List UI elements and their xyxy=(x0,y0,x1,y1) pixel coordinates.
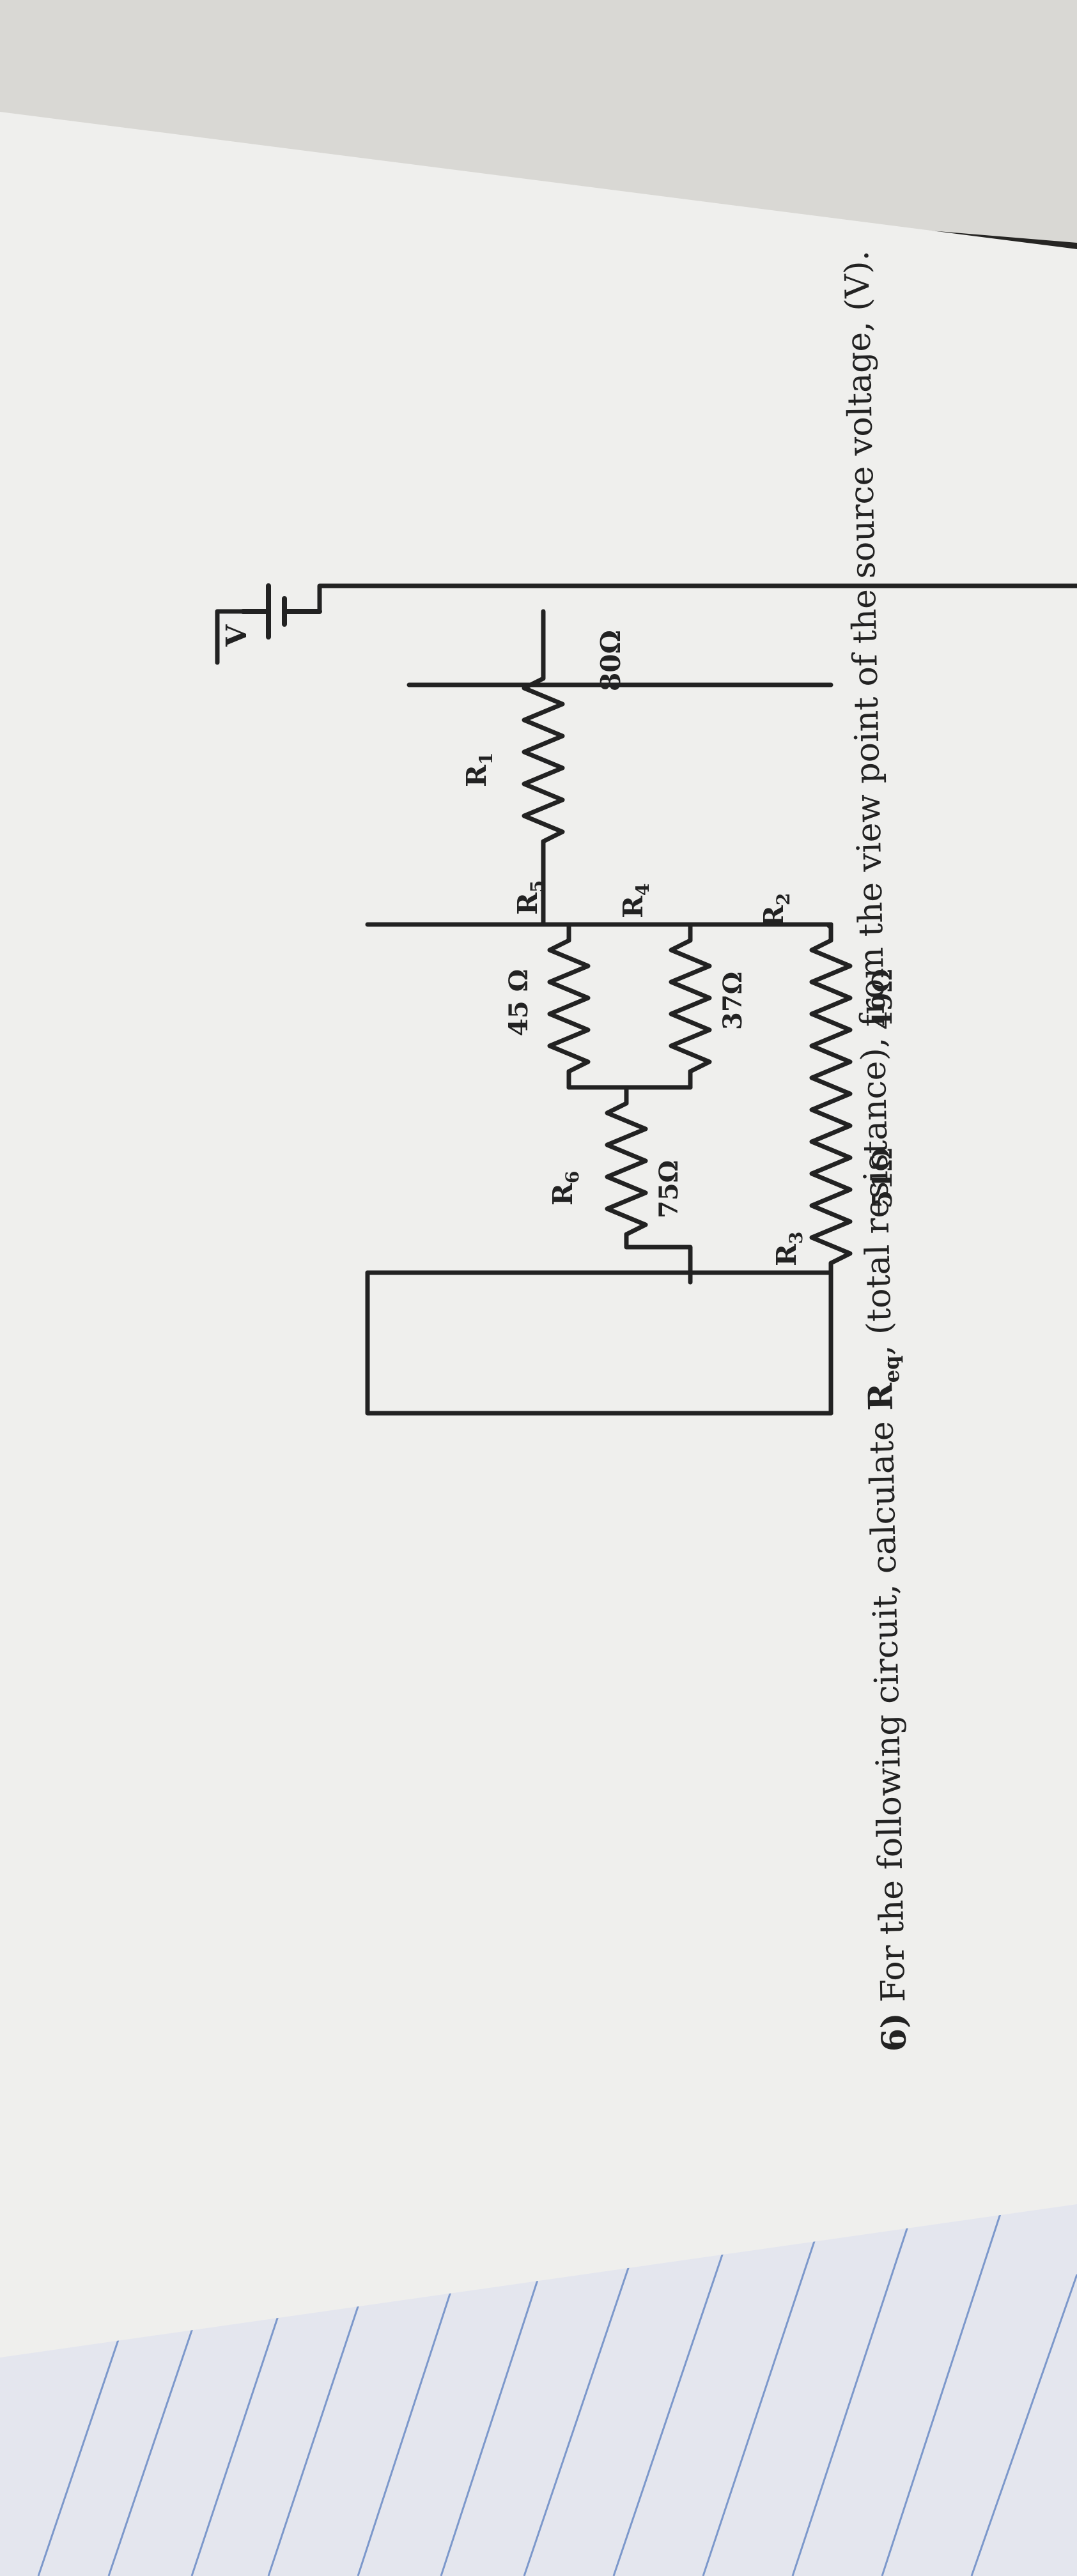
source-label: V xyxy=(221,624,253,647)
r6-label: R6 xyxy=(547,1171,583,1206)
r1-sub: 1 xyxy=(476,753,497,765)
r2-r3-resistor-chain xyxy=(809,922,853,1275)
r1-resistor xyxy=(522,663,565,866)
r4-name: R xyxy=(617,895,649,918)
r5-value: 45 Ω xyxy=(504,969,534,1036)
r2-label: R2 xyxy=(758,893,794,928)
r4-value: 37Ω xyxy=(718,972,748,1030)
wire-right-to-bottom xyxy=(365,1270,833,1416)
wire-loop-left-bottom xyxy=(282,583,1077,614)
r3-value: 51Ω xyxy=(867,1147,898,1209)
r1-value: 80Ω xyxy=(595,630,626,691)
r2-value: 49Ω xyxy=(867,969,898,1030)
r3-name: R xyxy=(771,1243,802,1266)
r4-resistor xyxy=(669,922,712,1090)
worksheet-page xyxy=(0,112,1077,2358)
r2-sub: 2 xyxy=(773,893,794,905)
r6-resistor xyxy=(605,1085,693,1275)
wire-loop-left-top xyxy=(215,609,245,665)
r5-resistor xyxy=(547,922,693,1090)
r2-name: R xyxy=(758,905,789,928)
r6-name: R xyxy=(547,1183,578,1206)
voltage-source xyxy=(240,583,322,640)
r3-sub: 3 xyxy=(786,1232,807,1244)
r4-sub: 4 xyxy=(632,884,653,896)
r5-sub: 5 xyxy=(527,880,548,893)
back-sheet xyxy=(0,0,1077,243)
node-links xyxy=(566,922,833,1090)
r6-sub: 6 xyxy=(562,1171,583,1183)
r6-value: 75Ω xyxy=(654,1160,684,1218)
r1-label: R1 xyxy=(461,753,497,787)
r5-label: R5 xyxy=(512,880,548,915)
r1-name: R xyxy=(461,764,492,787)
r4-label: R4 xyxy=(617,884,653,918)
r3-label: R3 xyxy=(771,1232,807,1266)
r5-name: R xyxy=(512,892,543,915)
